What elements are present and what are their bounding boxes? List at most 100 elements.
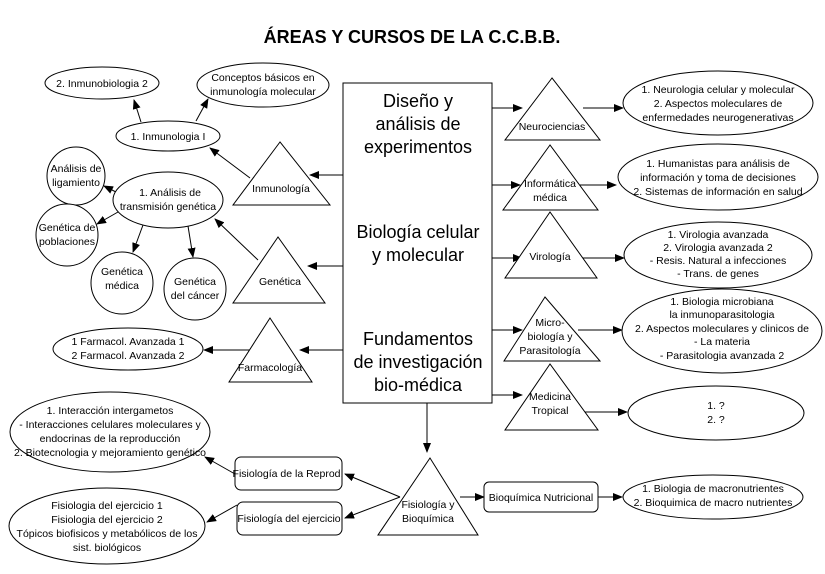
course-text: Tópicos biofisicos y metabólicos de los xyxy=(17,528,198,540)
course-text: - La materia xyxy=(694,336,750,348)
course-text: 1. ? xyxy=(707,400,725,412)
area-fisiologia-bioquimica: Fisiología y Bioquímica xyxy=(377,457,479,536)
box-bioquimica-nutricional: Bioquímica Nutricional xyxy=(483,481,599,513)
course-text: 1. Interacción intergametos xyxy=(47,405,174,417)
box-fisiologia-ejercicio: Fisiología del ejercicio xyxy=(236,501,343,536)
course-text: Fisiologia del ejercicio 2 xyxy=(51,514,163,526)
course-text: la inmunoparasitologia xyxy=(669,309,774,321)
course-text: médica xyxy=(105,280,139,292)
area-medicina-tropical: Medicina Tropical xyxy=(504,363,599,431)
center-text: bio-médica xyxy=(374,375,463,395)
area-label: Neurociencias xyxy=(519,121,586,133)
area-label: Micro- xyxy=(535,317,565,329)
center-text: de investigación xyxy=(353,352,482,372)
sub-analisis-ligamiento: Análisis de ligamiento xyxy=(46,146,106,206)
sub-genetica-poblaciones: Genética de poblaciones xyxy=(35,203,99,267)
course-text: - Interacciones celulares moleculares y xyxy=(19,419,201,431)
area-label: Fisiología y xyxy=(401,499,455,511)
course-text: información y toma de decisiones xyxy=(640,172,796,184)
course-text: - Parasitologia avanzada 2 xyxy=(660,350,784,362)
course-text: poblaciones xyxy=(39,236,95,248)
course-text: Genética xyxy=(174,276,216,288)
course-text: 1. Biologia de macronutrientes xyxy=(642,483,784,495)
area-label: Genética xyxy=(259,276,301,288)
course-text: 2. Sistemas de información en salud xyxy=(633,186,802,198)
course-text: endocrinas de la reproducción xyxy=(40,433,181,445)
course-text: transmisión genética xyxy=(120,201,216,213)
course-text: 1. Virologia avanzada xyxy=(668,229,769,241)
area-informatica-medica: Informática médica xyxy=(502,144,599,211)
center-text: Fundamentos xyxy=(363,329,473,349)
course-text: enfermedades neurogenerativas xyxy=(642,112,793,124)
area-neurociencias: Neurociencias xyxy=(503,77,602,141)
courses-ejercicio: Fisiologia del ejercicio 1 Fisiologia de… xyxy=(8,487,206,565)
area-label: Informática xyxy=(524,178,576,190)
sub-genetica-medica: Genética médica xyxy=(90,251,154,315)
area-label: Bioquímica Nutricional xyxy=(489,492,593,504)
course-text: 1. Inmunologia I xyxy=(131,131,206,143)
diagram-title: ÁREAS Y CURSOS DE LA C.C.B.B. xyxy=(264,26,561,47)
area-label: Tropical xyxy=(532,405,569,417)
courses-bioquimica: 1. Biologia de macronutrientes 2. Bioqui… xyxy=(622,474,804,520)
course-text: 1 Farmacol. Avanzada 1 xyxy=(71,336,184,348)
course-text: 2. Inmunobiologia 2 xyxy=(56,78,148,90)
course-text: sist. biológicos xyxy=(73,542,141,554)
area-label: Bioquímica xyxy=(402,513,454,525)
course-text: 2 Farmacol. Avanzada 2 xyxy=(71,350,184,362)
sub-genetica-cancer: Genética del cáncer xyxy=(163,257,227,321)
box-fisiologia-reprod: Fisiología de la Reprod. xyxy=(233,456,344,491)
center-text: y molecular xyxy=(372,245,464,265)
courses-informatica: 1. Humanistas para análisis de informaci… xyxy=(617,143,819,211)
course-text: - Resis. Natural a infecciones xyxy=(650,255,787,267)
course-conceptos-basicos: Conceptos básicos en inmunología molecul… xyxy=(196,62,330,108)
course-text: - Trans. de genes xyxy=(677,268,759,280)
area-label: Virología xyxy=(529,251,570,263)
course-text: Conceptos básicos en xyxy=(211,72,314,84)
central-box: Diseño y análisis de experimentos Biolog… xyxy=(342,82,493,404)
courses-farmacologia: 1 Farmacol. Avanzada 1 2 Farmacol. Avanz… xyxy=(52,327,204,371)
course-text: ligamiento xyxy=(52,177,100,189)
course-text: del cáncer xyxy=(171,290,220,302)
area-label: Fisiología de la Reprod. xyxy=(233,468,344,480)
course-inmunologia-1: 1. Inmunologia I xyxy=(115,120,221,152)
course-text: Fisiologia del ejercicio 1 xyxy=(51,500,163,512)
area-label: Medicina xyxy=(529,391,571,403)
course-analisis-transmision: 1. Análisis de transmisión genética xyxy=(112,171,224,229)
area-label: Fisiología del ejercicio xyxy=(237,513,340,525)
connectors xyxy=(96,98,628,523)
area-label: Parasitología xyxy=(519,345,580,357)
course-text: 1. Biologia microbiana xyxy=(670,296,773,308)
area-label: Farmacología xyxy=(238,362,302,374)
courses-microbiologia: 1. Biologia microbiana la inmunoparasito… xyxy=(621,288,823,374)
courses-neurociencias: 1. Neurologia celular y molecular 2. Asp… xyxy=(622,70,814,136)
courses-medicina-tropical: 1. ? 2. ? xyxy=(627,385,805,441)
area-label: médica xyxy=(533,192,567,204)
area-inmunologia: Inmunología xyxy=(232,141,332,206)
course-inmunobiologia-2: 2. Inmunobiologia 2 xyxy=(44,66,160,100)
course-text: 2. ? xyxy=(707,414,725,426)
course-text: 2. Virologia avanzada 2 xyxy=(663,242,773,254)
area-label: Inmunología xyxy=(252,183,310,195)
courses-reprod: 1. Interacción intergametos - Interaccio… xyxy=(9,391,211,473)
course-text: Genética xyxy=(101,266,143,278)
course-text: 1. Análisis de xyxy=(139,187,201,199)
course-text: 1. Humanistas para análisis de xyxy=(646,158,790,170)
course-text: 2. Biotecnologia y mejoramiento genético xyxy=(14,447,206,459)
area-virologia: Virología xyxy=(504,211,598,279)
course-text: 2. Aspectos moleculares y clinicos de xyxy=(635,323,809,335)
course-text: Genética de xyxy=(39,222,96,234)
area-label: biología y xyxy=(528,331,574,343)
area-microbiologia: Micro- biología y Parasitología xyxy=(503,296,602,362)
center-text: experimentos xyxy=(364,137,472,157)
course-text: 2. Aspectos moleculares de xyxy=(654,98,783,110)
center-text: Biología celular xyxy=(356,222,479,242)
course-text: 1. Neurologia celular y molecular xyxy=(642,84,795,96)
center-text: análisis de xyxy=(375,114,460,134)
center-text: Diseño y xyxy=(383,91,453,111)
area-genetica: Genética xyxy=(232,236,326,304)
course-text: 2. Bioquimica de macro nutrientes xyxy=(634,497,793,509)
course-text: Análisis de xyxy=(51,163,102,175)
course-text: inmunología molecular xyxy=(210,86,316,98)
courses-virologia: 1. Virologia avanzada 2. Virologia avanz… xyxy=(623,221,813,289)
